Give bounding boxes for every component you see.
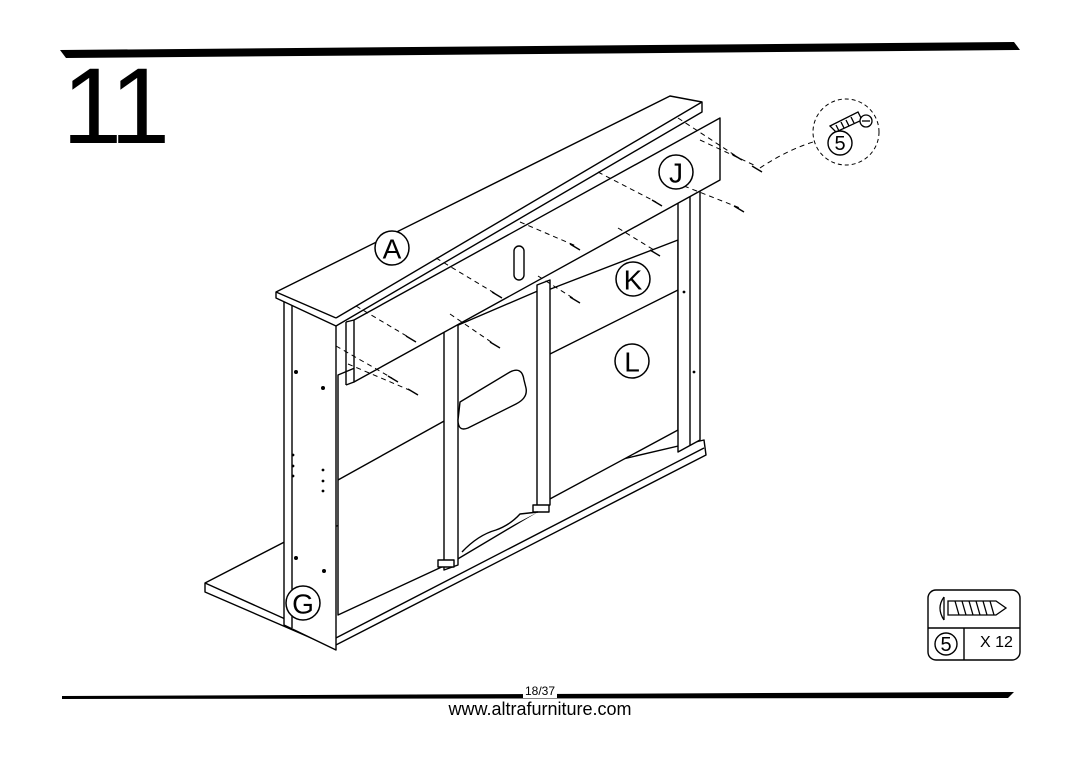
part-label-K: K <box>624 265 643 296</box>
divider-rail-left <box>443 323 459 571</box>
step-number: 11 <box>62 45 170 166</box>
rail-slot <box>513 245 525 281</box>
right-side-panel <box>677 187 701 453</box>
screw-callout-icon <box>828 111 873 133</box>
divider-rail-right <box>536 279 551 511</box>
part-label-L: L <box>624 347 640 378</box>
bottom-cutout <box>461 511 539 553</box>
callout-leader <box>759 139 821 169</box>
part-label-A: A <box>383 234 402 265</box>
callout-screw-id: 5 <box>834 133 845 155</box>
footer-url: www.altrafurniture.com <box>448 699 632 719</box>
rail-panel-J <box>353 117 721 383</box>
screws <box>387 153 763 396</box>
hardware-screw-icon <box>939 596 1008 621</box>
header-bar <box>60 42 1020 58</box>
hardware-quantity: X 12 <box>980 634 1013 651</box>
panel-holes <box>291 290 696 573</box>
top-panel <box>275 95 703 327</box>
part-label-J: J <box>669 158 683 189</box>
page-number-wrap: 18/37 <box>0 684 1080 698</box>
hardware-screw-id: 5 <box>940 634 951 656</box>
part-label-G: G <box>292 589 314 620</box>
cable-opening <box>457 369 527 430</box>
page-number: 18/37 <box>522 684 558 698</box>
